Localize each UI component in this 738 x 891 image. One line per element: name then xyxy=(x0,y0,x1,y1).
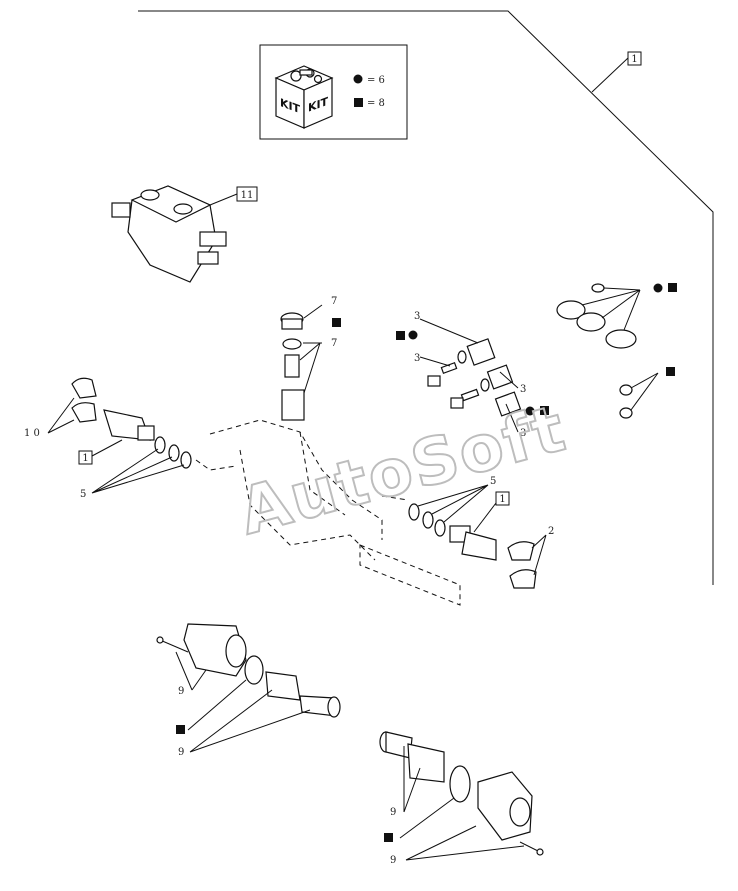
callout-3b: 3 xyxy=(414,353,420,364)
square-marker-icon xyxy=(332,318,341,327)
square-marker-icon xyxy=(540,406,549,415)
callout-7a: 7 xyxy=(331,296,337,307)
circle-marker-icon xyxy=(653,283,663,293)
lower-left-endcap-group: 9 9 xyxy=(156,623,341,758)
assembly-ref-box: 1 xyxy=(591,51,642,93)
right-ref-label: 1 xyxy=(499,494,505,505)
callout-5b: 5 xyxy=(490,476,496,487)
square-symbol-icon xyxy=(354,98,363,107)
square-marker-icon xyxy=(668,283,677,292)
callout-9a: 9 xyxy=(178,686,184,697)
square-marker-icon xyxy=(384,833,393,842)
callout-5a: 5 xyxy=(80,489,86,500)
ghost-valve-section xyxy=(195,419,461,606)
oring-kit-group-right xyxy=(619,367,675,419)
square-marker-icon xyxy=(176,725,185,734)
circle-symbol-icon xyxy=(353,74,363,84)
callout-3a: 3 xyxy=(414,311,420,322)
callout-3d: 3 xyxy=(520,428,526,439)
right-cartridge-group: 5 1 2 xyxy=(408,476,554,589)
circle-legend-text: = 6 xyxy=(367,75,385,86)
circle-marker-icon xyxy=(408,330,418,340)
callout-3c: 3 xyxy=(520,384,526,395)
circle-marker-icon xyxy=(525,406,535,416)
valve-body-ref-label: 11 xyxy=(241,190,254,201)
callout-9c: 9 xyxy=(390,807,396,818)
kit-box-icon xyxy=(274,65,334,129)
assembly-frame xyxy=(138,10,714,585)
square-marker-icon xyxy=(666,367,675,376)
square-marker-icon xyxy=(396,331,405,340)
lower-right-endcap-group: 9 9 xyxy=(379,731,544,866)
kit-legend-box: KIT KIT = 6 = 8 xyxy=(259,44,408,140)
item-3-parts: 3 3 3 3 xyxy=(396,311,549,439)
left-ref-label: 1 xyxy=(82,453,88,464)
square-legend-text: = 8 xyxy=(367,98,385,109)
item-7-parts: 7 7 xyxy=(280,296,341,421)
valve-body-section: 11 xyxy=(111,185,258,283)
callout-10: 1 0 xyxy=(24,428,40,439)
left-cartridge-group: 1 0 1 5 xyxy=(24,377,192,500)
callout-9b: 9 xyxy=(178,747,184,758)
callout-7b: 7 xyxy=(331,338,337,349)
callout-2: 2 xyxy=(548,526,554,537)
oring-kit-group-top xyxy=(556,283,677,349)
assembly-ref-label: 1 xyxy=(631,54,637,65)
callout-9d: 9 xyxy=(390,855,396,866)
